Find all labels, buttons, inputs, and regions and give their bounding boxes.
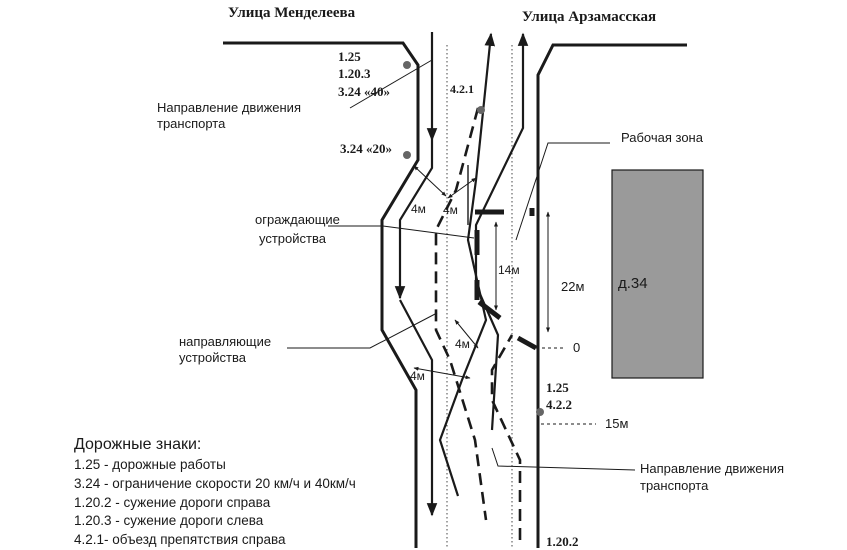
dim-label-2: 4м [443,203,458,217]
label-work-zone: Рабочая зона [621,130,704,145]
dim-label-15: 15м [605,416,628,431]
sign-top-left-3: 3.24 «40» [338,84,390,99]
sign-top-left-2: 1.20.3 [338,66,371,81]
street-name-left: Улица Менделеева [228,5,356,21]
sign-post-top-center [477,106,485,114]
leader-fencing [328,225,475,239]
sign-post-bottom-right [536,408,544,416]
legend-item: 4.2.1- объезд препятствия справа [74,532,286,548]
leader-guiding [287,312,438,349]
sign-top-left-1: 1.25 [338,49,361,64]
sign-bottom-right-2: 4.2.2 [546,397,572,412]
label-traffic-bottom-2: транспорта [640,478,709,493]
label-traffic-top-1: Направление движения [157,100,301,115]
label-traffic-bottom-1: Направление движения [640,461,784,476]
sign-post-mid-left [403,151,411,159]
legend-item: 3.24 - ограничение скорости 20 км/ч и 40… [74,475,356,491]
road-edge-left [223,41,420,548]
dim-label-1: 4м [411,202,426,216]
sign-post-top-left [403,61,411,69]
dim-label-6: 4м [410,369,425,383]
legend: Дорожные знаки: 1.25 - дорожные работы 3… [74,436,494,550]
lane-arrow-up-1 [438,32,496,497]
fence-bottom-bar [516,335,538,351]
label-fencing-2: устройства [259,231,327,246]
lane-arrow-up-2 [474,32,529,431]
leader-work-zone [515,142,610,241]
label-guiding-1: направляющие [179,334,271,349]
dim-label-5: 4м [455,337,470,351]
legend-item: 1.20.2 - сужение дороги справа [74,494,271,510]
legend-item: 1.20.3 - сужение дороги слева [74,513,264,529]
label-traffic-top-2: транспорта [157,116,226,131]
dim-label-3: 14м [498,263,520,277]
legend-item: 1.25 - дорожные работы [74,457,226,472]
dim-4m-bot-b [413,366,471,380]
dim-4m-top-b [447,177,477,199]
dim-label-4: 22м [561,279,584,294]
building-label: д.34 [618,275,648,292]
building-34 [611,169,704,379]
dim-label-zero: 0 [573,340,580,355]
sign-bottom: 1.20.2 [546,534,579,548]
sign-mid-left: 3.24 «20» [340,141,392,156]
leader-traffic-bottom [491,447,636,471]
label-fencing-1: ограждающие [255,212,340,227]
dim-4m-bot-a [454,319,479,349]
legend-title: Дорожные знаки: [74,436,202,453]
street-name-right: Улица Арзамасская [522,9,656,25]
sign-top-center: 4.2.1 [450,82,474,96]
dim-4m-top-a [413,165,447,197]
label-guiding-2: устройства [179,350,247,365]
lane-arrow-down-3 [399,299,438,517]
sign-bottom-right-1: 1.25 [546,380,569,395]
fence-diagonal [477,300,502,320]
road-edge-right [536,43,687,548]
leader-traffic-top [349,59,433,109]
